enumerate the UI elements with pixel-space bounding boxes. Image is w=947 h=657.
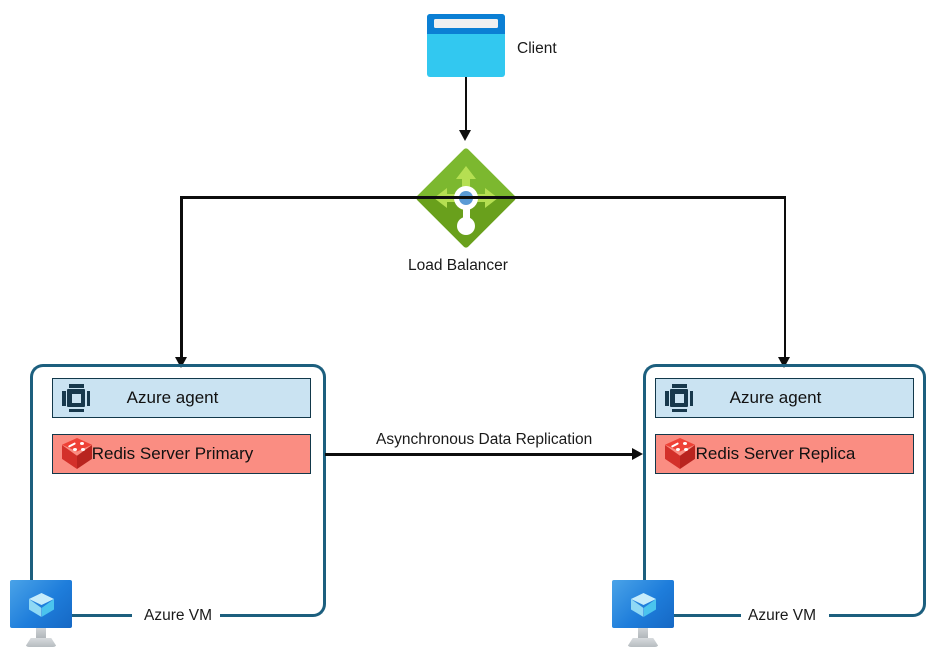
edge-lb-to-replica-arrowhead bbox=[778, 357, 790, 368]
primary-azure-agent-label: Azure agent bbox=[126, 388, 219, 407]
container-edge-top bbox=[56, 364, 300, 367]
container-edge-right bbox=[923, 390, 926, 591]
lb-stem-ball bbox=[457, 217, 475, 235]
container-edge-right bbox=[323, 390, 326, 591]
edge-lb-bus-line bbox=[181, 196, 785, 199]
redis-cube-icon bbox=[60, 437, 94, 471]
edge-lb-to-primary-line bbox=[180, 196, 183, 366]
client-label: Client bbox=[517, 40, 557, 57]
edge-lb-to-replica-line bbox=[783, 196, 786, 366]
container-edge-bottom-right bbox=[829, 614, 900, 617]
container-edge-bottom-left bbox=[669, 614, 741, 617]
primary-vm-label: Azure VM bbox=[144, 607, 213, 624]
replication-edge-label: Asynchronous Data Replication bbox=[376, 431, 593, 448]
container-edge-left bbox=[30, 390, 33, 591]
replica-azure-agent-label: Azure agent bbox=[729, 388, 822, 407]
lb-stem bbox=[462, 205, 470, 224]
cpu-chip-icon bbox=[664, 383, 694, 413]
container-edge-top bbox=[669, 364, 900, 367]
container-corner-tl bbox=[30, 364, 56, 390]
cpu-chip-icon bbox=[61, 383, 91, 413]
load-balancer-label: Load Balancer bbox=[408, 257, 508, 274]
container-corner-br bbox=[300, 591, 326, 617]
container-corner-tl bbox=[643, 364, 669, 390]
edge-lb-to-primary-arrowhead bbox=[174, 357, 187, 368]
replication-edge-arrowhead bbox=[632, 447, 643, 460]
redis-cube-icon bbox=[663, 437, 697, 471]
replica-vm-label: Azure VM bbox=[748, 607, 817, 624]
container-edge-bottom-right bbox=[220, 614, 300, 617]
container-corner-tr bbox=[300, 364, 326, 390]
edge-client-to-lb-line bbox=[464, 77, 467, 133]
container-corner-tr bbox=[900, 364, 926, 390]
container-corner-br bbox=[900, 591, 926, 617]
azure-vm-icon-replica bbox=[612, 580, 674, 648]
primary-redis-row: Redis Server Primary bbox=[52, 434, 311, 474]
replication-edge-line bbox=[325, 453, 635, 456]
replica-redis-label: Redis Server Replica bbox=[695, 444, 856, 463]
container-edge-bottom-left bbox=[56, 614, 132, 617]
browser-addressbar bbox=[434, 19, 498, 28]
container-edge-left bbox=[643, 390, 646, 591]
browser-window-icon bbox=[427, 14, 505, 77]
replica-azure-agent-row: Azure agent bbox=[655, 378, 914, 418]
azure-vm-icon-primary bbox=[10, 580, 72, 648]
replica-redis-row: Redis Server Replica bbox=[655, 434, 914, 474]
primary-redis-label: Redis Server Primary bbox=[91, 444, 254, 463]
edge-client-to-lb-arrowhead bbox=[459, 130, 471, 141]
primary-azure-agent-row: Azure agent bbox=[52, 378, 311, 418]
